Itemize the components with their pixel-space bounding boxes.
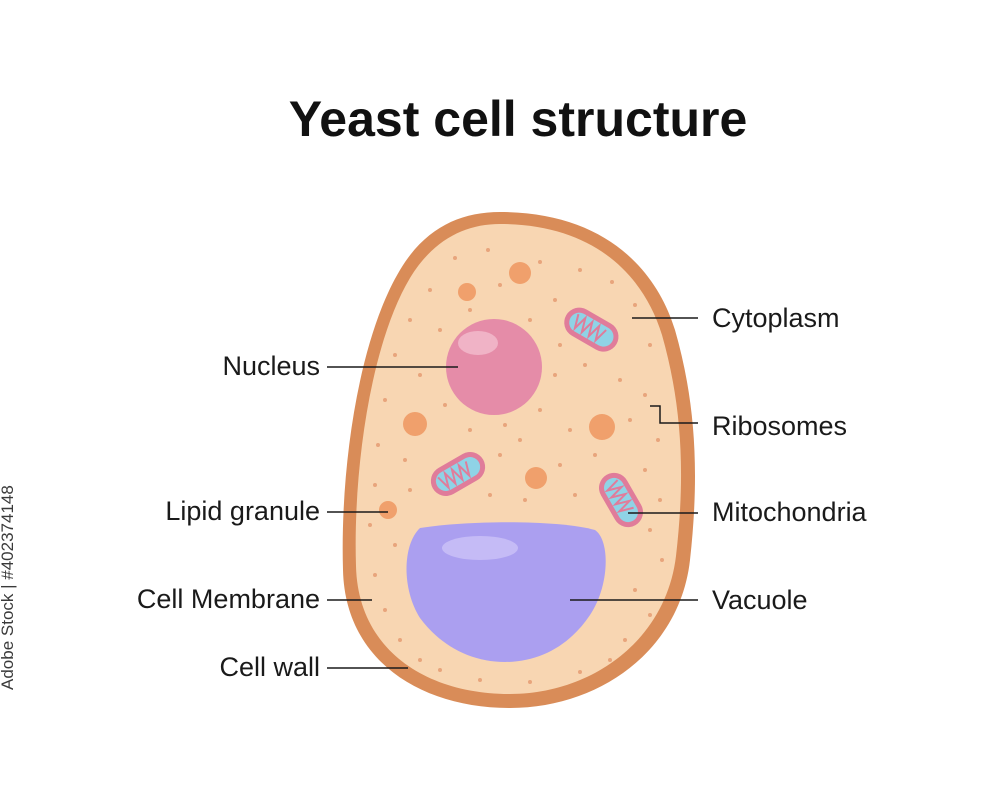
label-cytoplasm: Cytoplasm: [712, 303, 840, 333]
diagram-title: Yeast cell structure: [288, 91, 748, 147]
mitochondrion-top: [564, 307, 619, 352]
label-cell-membrane: Cell Membrane: [136, 584, 320, 614]
vacuole: [406, 522, 606, 662]
label-lipid-granule: Lipid granule: [165, 496, 320, 526]
ribosomes: [368, 248, 664, 684]
label-mitochondria: Mitochondria: [712, 497, 867, 527]
label-vacuole: Vacuole: [712, 585, 808, 615]
leader-lines: [327, 317, 698, 669]
nucleus: [446, 319, 542, 415]
lipid-granules: [379, 262, 615, 519]
label-nucleus: Nucleus: [222, 351, 320, 381]
label-ribosomes: Ribosomes: [712, 411, 848, 441]
mitochondrion-middle: [430, 452, 486, 496]
stock-id-text: Adobe Stock | #402374148: [0, 485, 17, 690]
label-cell-wall: Cell wall: [219, 652, 320, 682]
